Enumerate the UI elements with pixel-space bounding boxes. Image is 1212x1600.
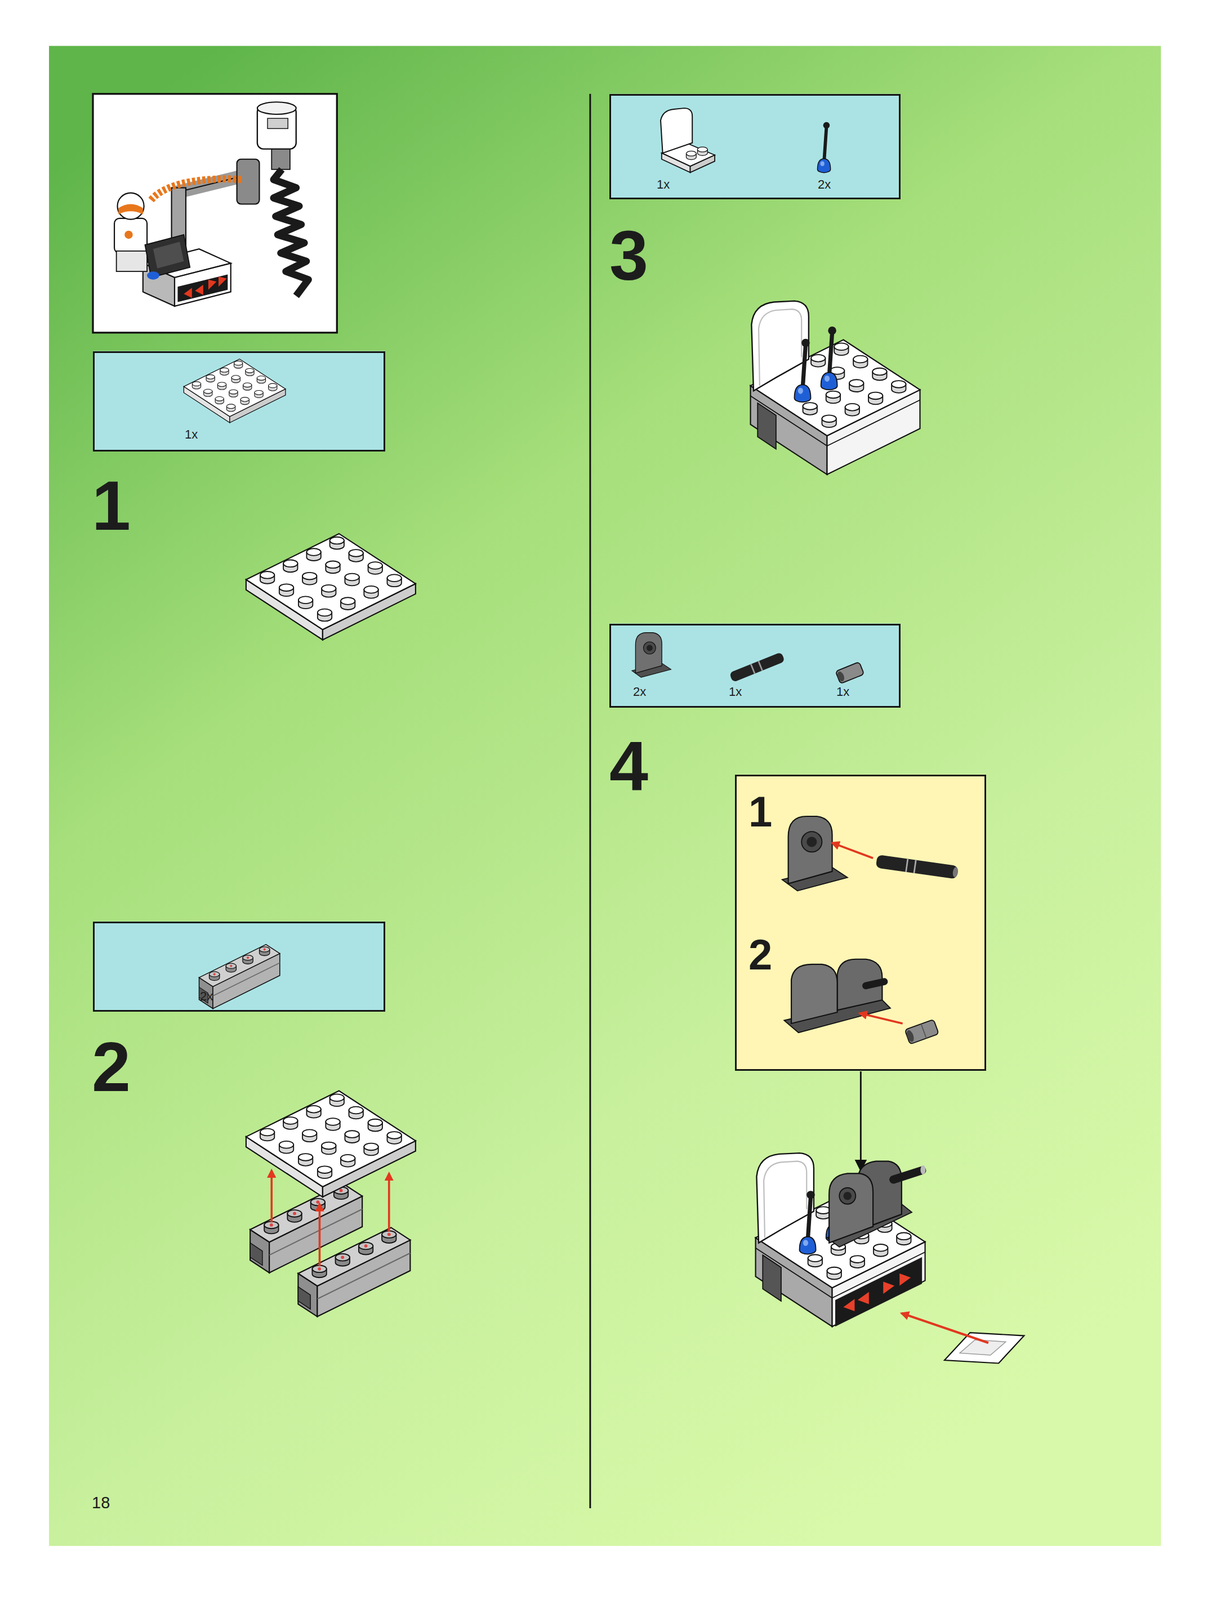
part-quantity: 2x [199,990,213,1004]
part-quantity: 1x [728,685,742,699]
step-number: 4 [609,731,649,801]
sub-step-callout: 12 [734,774,987,1072]
part-quantity: 2x [633,685,646,699]
part-quantity: 1x [836,685,850,699]
step-number: 2 [91,1032,131,1103]
parts-list-box: 2x [92,921,386,1013]
parts-list-box: 1x [92,351,386,452]
parts-list-box: 2x 1x 1x [609,624,901,708]
step-number: 1 [91,470,131,541]
sub-step-number: 2 [748,933,773,977]
part-quantity: 1x [184,428,198,441]
part-quantity: 2x [817,178,831,191]
sub-step-number: 1 [748,790,773,834]
step-number: 3 [609,220,649,291]
part-quantity: 1x [656,178,670,191]
parts-list-box: 1x 2x [609,94,901,200]
page-number: 18 [91,1495,110,1512]
